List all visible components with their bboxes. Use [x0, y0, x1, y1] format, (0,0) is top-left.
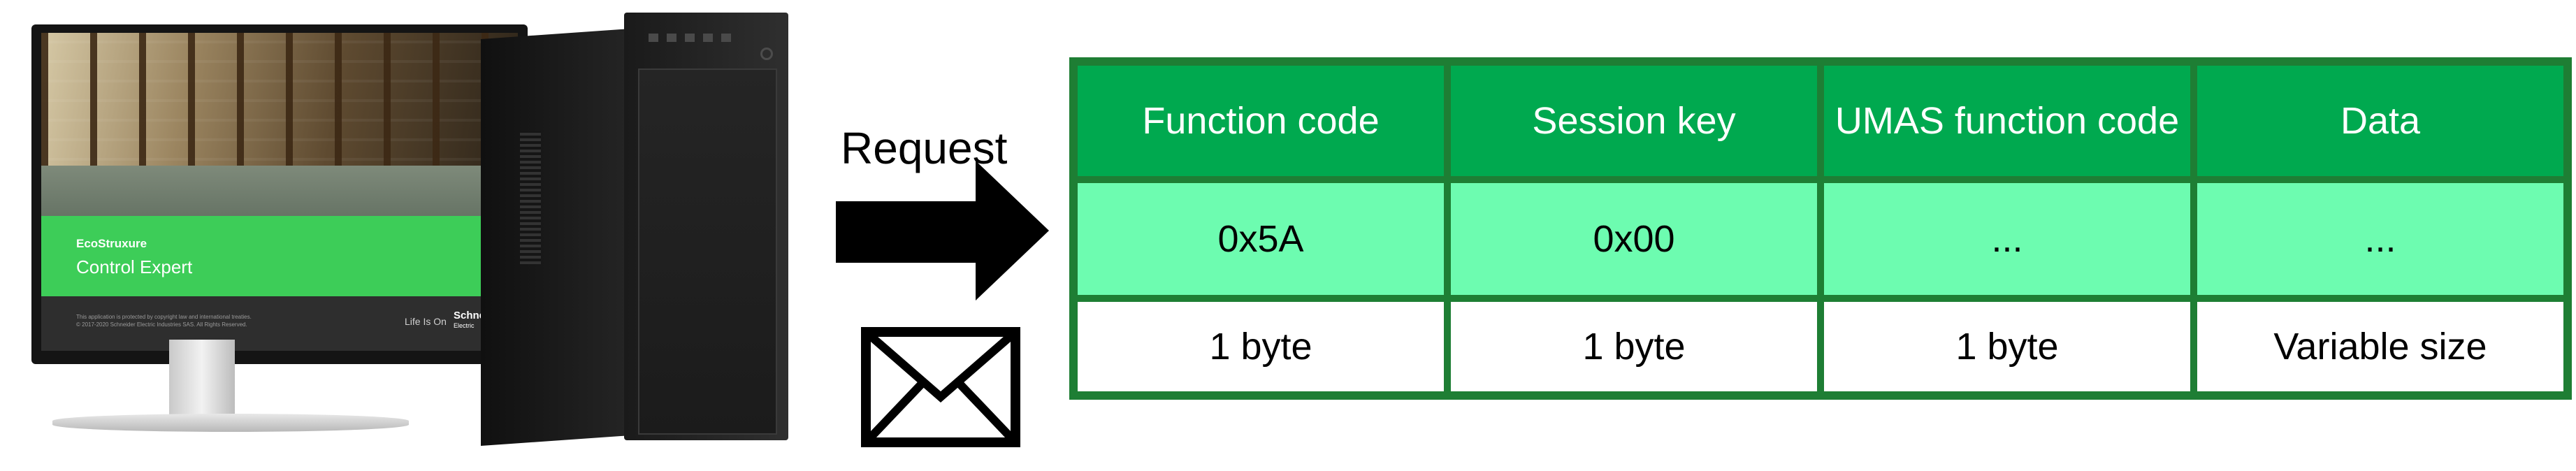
value-session-key: 0x00 [1451, 183, 1817, 295]
tagline-text: Life Is On [405, 316, 447, 327]
value-function-code: 0x5A [1078, 183, 1444, 295]
tower-door [638, 68, 777, 435]
brand-small-label: EcoStruxure [76, 237, 147, 250]
header-data: Data [2197, 66, 2563, 176]
splash-green-band [41, 216, 518, 296]
header-function-code: Function code [1078, 66, 1444, 176]
header-session-key: Session key [1451, 66, 1817, 176]
brand-big-label: Control Expert [76, 256, 193, 277]
tower-vent [520, 131, 541, 264]
power-button-icon [760, 48, 773, 60]
pc-tower-icon [481, 13, 788, 447]
arrow-right-icon [836, 161, 1049, 300]
monitor-stand-base [52, 414, 409, 432]
value-data: ... [2197, 183, 2563, 295]
legal-text-1: This application is protected by copyrig… [76, 314, 252, 320]
size-umas-function-code: 1 byte [1824, 302, 2190, 391]
legal-text-2: © 2017-2020 Schneider Electric Industrie… [76, 321, 247, 328]
envelope-icon [861, 327, 1020, 447]
usb-ports [649, 34, 732, 42]
monitor-bezel: EcoStruxure Control Expert This applicat… [31, 24, 528, 364]
header-umas-function-code: UMAS function code [1824, 66, 2190, 176]
splash-footer [41, 296, 518, 351]
monitor-stand-neck [169, 340, 235, 418]
vendor-sub: Electric [454, 322, 475, 329]
size-data: Variable size [2197, 302, 2563, 391]
size-function-code: 1 byte [1078, 302, 1444, 391]
monitor-icon: EcoStruxure Control Expert This applicat… [31, 24, 528, 367]
monitor-screen: EcoStruxure Control Expert This applicat… [41, 33, 518, 351]
value-umas-function-code: ... [1824, 183, 2190, 295]
packet-table: Function code Session key UMAS function … [1069, 57, 2572, 400]
tower-side-panel [481, 27, 642, 447]
size-session-key: 1 byte [1451, 302, 1817, 391]
